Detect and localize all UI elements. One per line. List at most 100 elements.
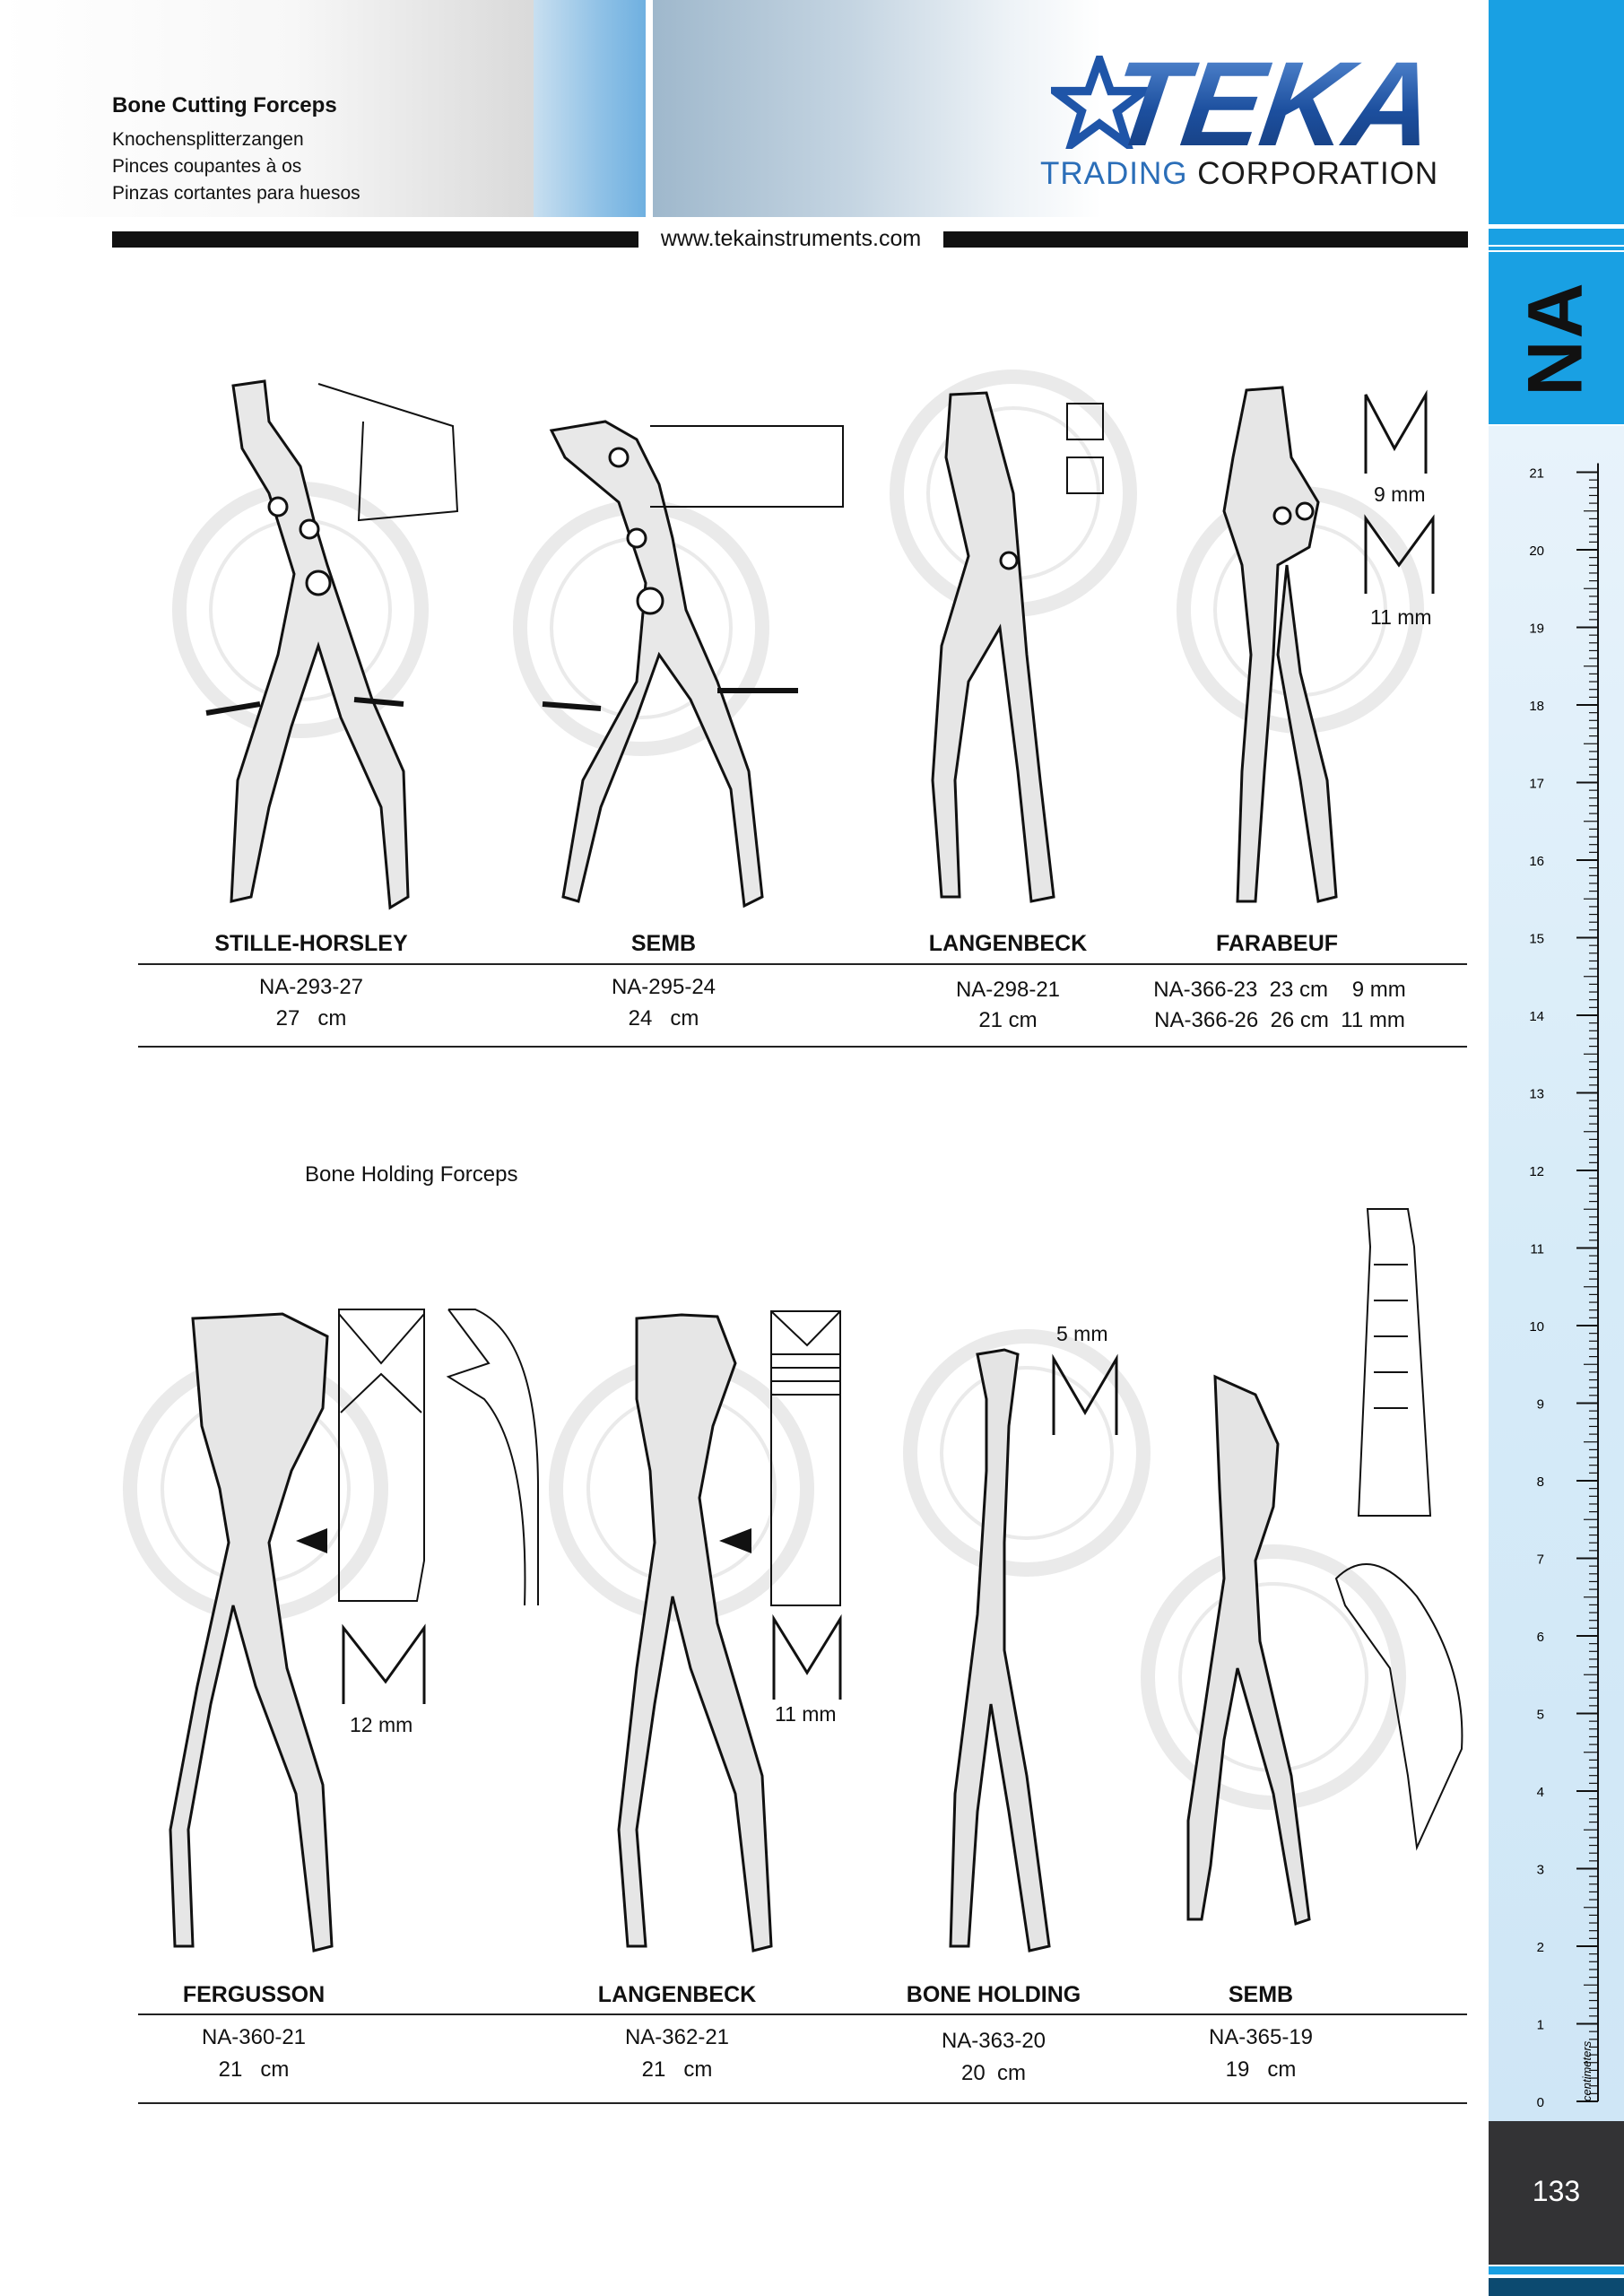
product-code: NA-363-20 xyxy=(941,2029,1046,2053)
header-background xyxy=(0,0,538,217)
tip-width-label: 9 mm xyxy=(1374,483,1426,506)
ruler-tick-label: 6 xyxy=(1537,1630,1544,1645)
langenbeck-cutting-forceps-image xyxy=(931,391,1055,903)
langenbeck-tip-detail xyxy=(1066,403,1104,494)
product-name: LANGENBECK xyxy=(597,1982,757,2007)
product-size: 21 cm xyxy=(641,2057,713,2082)
ruler-tick-label: 3 xyxy=(1537,1863,1544,1878)
bone-holding-forceps-image xyxy=(949,1348,1051,1952)
product-name: FARABEUF xyxy=(1215,931,1339,956)
product-size: 24 cm xyxy=(628,1006,699,1031)
bone-holding-tip-diagram xyxy=(1052,1353,1118,1435)
ruler-tick-label: 21 xyxy=(1529,466,1544,482)
product-code-size: NA-366-26 26 cm 11 mm xyxy=(1154,1008,1405,1032)
logo-corporation: CORPORATION xyxy=(1197,156,1439,191)
product-name: SEMB xyxy=(630,931,697,956)
tip-width-label: 11 mm xyxy=(1370,605,1432,629)
semb-forceps-image xyxy=(542,420,798,909)
header-blue-strip xyxy=(534,0,646,217)
langenbeck-holding-forceps-image xyxy=(617,1313,773,1952)
product-size: 20 cm xyxy=(960,2061,1027,2085)
star-icon xyxy=(1051,56,1148,149)
section-divider xyxy=(138,1046,1467,1048)
fergusson-tip-diagram xyxy=(342,1623,426,1704)
sidebar-top-block xyxy=(1489,0,1624,224)
semb-jaw-detail xyxy=(650,425,844,508)
ruler-tick-label: 2 xyxy=(1537,1940,1544,1955)
sidebar-stripe-thin xyxy=(1489,247,1624,250)
ruler-tick-label: 4 xyxy=(1537,1785,1544,1800)
ruler-tick-label: 11 xyxy=(1530,1242,1544,1257)
product-name: FERGUSSON xyxy=(182,1982,326,2007)
langenbeck-jaw-diagram xyxy=(770,1310,841,1606)
ruler-background xyxy=(1489,426,1624,2121)
product-name: STILLE-HORSLEY xyxy=(214,931,408,956)
farabeuf-forceps-image xyxy=(1222,386,1338,903)
centimeter-ruler: 0123456789101112131415161718192021centim… xyxy=(1529,463,1599,2110)
product-name: LANGENBECK xyxy=(928,931,1088,956)
page-number: 133 xyxy=(1532,2175,1581,2207)
section-label: Bone Holding Forceps xyxy=(305,1162,518,1187)
category-tab-label: NA xyxy=(1513,280,1599,396)
fergusson-forceps-image xyxy=(169,1312,334,1952)
logo-subline: TRADING CORPORATION xyxy=(1040,156,1438,192)
category-tab-label-wrap: NA xyxy=(1489,252,1624,424)
ruler-tick-label: 8 xyxy=(1537,1474,1544,1490)
product-code: NA-362-21 xyxy=(624,2025,730,2049)
logo-wordmark: TEKA xyxy=(1102,38,1442,171)
logo-trading: TRADING xyxy=(1040,156,1188,191)
section1-illustrations xyxy=(172,370,1435,910)
ruler-tick-label: 20 xyxy=(1529,544,1544,559)
semb-holding-jaw-diagram xyxy=(1334,1208,1463,1851)
product-code: NA-365-19 xyxy=(1208,2025,1314,2049)
subtitle-french: Pinces coupantes à os xyxy=(112,156,302,177)
ruler-unit-label: centimeters xyxy=(1580,2040,1594,2101)
ruler-tick-label: 17 xyxy=(1529,777,1544,792)
semb-holding-forceps-image xyxy=(1186,1374,1311,1926)
product-code-size: NA-366-23 23 cm 9 mm xyxy=(1153,978,1406,1002)
website-link[interactable]: www.tekainstruments.com xyxy=(660,226,922,251)
fergusson-jaw-diagram xyxy=(338,1309,539,1606)
product-size: 27 cm xyxy=(275,1006,347,1031)
product-name: SEMB xyxy=(1228,1982,1294,2007)
right-sidebar: NA 133 xyxy=(1489,0,1624,2296)
farabeuf-tip-diagrams xyxy=(1364,389,1435,594)
subtitle-german: Knochensplitterzangen xyxy=(112,129,304,150)
product-size: 19 cm xyxy=(1225,2057,1297,2082)
ruler-tick-label: 1 xyxy=(1537,2018,1544,2033)
sidebar-bottom-block xyxy=(1489,2278,1624,2296)
ruler-tick-label: 15 xyxy=(1529,932,1544,947)
stille-horsley-forceps-image xyxy=(205,379,410,910)
ruler-tick-label: 14 xyxy=(1529,1009,1544,1024)
sidebar-stripe xyxy=(1489,229,1624,245)
product-code: NA-293-27 xyxy=(258,975,364,999)
ruler-tick-label: 16 xyxy=(1529,854,1544,869)
subtitle-spanish: Pinzas cortantes para huesos xyxy=(112,183,360,204)
header-gradient-strip xyxy=(653,0,1101,217)
ruler-tick-label: 9 xyxy=(1537,1397,1544,1413)
ruler-tick-label: 7 xyxy=(1537,1552,1544,1568)
product-code: NA-295-24 xyxy=(611,975,716,999)
header-divider xyxy=(646,0,653,217)
ruler-tick-label: 10 xyxy=(1529,1319,1544,1335)
ruler-tick-label: 19 xyxy=(1529,622,1544,637)
page-title: Bone Cutting Forceps xyxy=(112,93,337,117)
ruler-tick-label: 13 xyxy=(1529,1087,1544,1102)
product-size: 21 cm xyxy=(978,1008,1038,1032)
ruler-tick-label: 12 xyxy=(1529,1164,1544,1179)
pointer-triangle-icon xyxy=(719,1528,751,1553)
pointer-triangle-icon xyxy=(296,1528,327,1553)
product-name: BONE HOLDING xyxy=(906,1982,1081,2007)
sidebar-bottom-stripe xyxy=(1489,2266,1624,2274)
stille-horsley-jaw-detail xyxy=(317,383,459,522)
product-size: 21 cm xyxy=(218,2057,290,2082)
section2-illustrations xyxy=(123,1208,1463,1952)
tip-width-label: 11 mm xyxy=(775,1702,837,1726)
section-divider xyxy=(138,2102,1467,2104)
page-number-block xyxy=(1489,2121,1624,2265)
section-divider xyxy=(138,2013,1467,2015)
category-tab[interactable] xyxy=(1489,252,1624,424)
section-divider xyxy=(138,963,1467,965)
langenbeck-tip-diagram xyxy=(772,1613,842,1700)
product-code: NA-298-21 xyxy=(955,978,1061,1002)
